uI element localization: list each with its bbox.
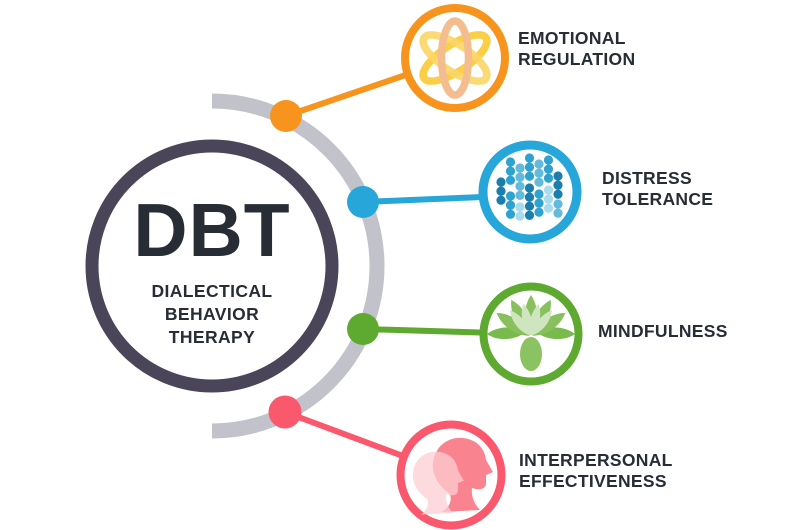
connector-mindfulness xyxy=(347,282,583,386)
label-mindfulness: MINDFULNESS xyxy=(598,321,728,342)
connector-interpersonal-effectiveness xyxy=(268,395,506,530)
label-emotional-regulation: EMOTIONAL REGULATION xyxy=(518,28,635,69)
label-interpersonal-effectiveness-line1: INTERPERSONAL xyxy=(519,450,673,470)
connector-distress-tolerance xyxy=(347,140,582,244)
label-distress-tolerance-line1: DISTRESS xyxy=(602,168,692,188)
label-interpersonal-effectiveness-line2: EFFECTIVENESS xyxy=(519,470,667,491)
node-dot-green xyxy=(347,313,379,345)
label-distress-tolerance-line2: TOLERANCE xyxy=(602,188,714,209)
label-mindfulness-line1: MINDFULNESS xyxy=(598,321,728,341)
hub-circle xyxy=(85,139,339,393)
atom-icon xyxy=(419,17,491,99)
label-emotional-regulation-line1: EMOTIONAL xyxy=(518,28,626,48)
node-dot-orange xyxy=(270,100,302,132)
label-emotional-regulation-line2: REGULATION xyxy=(518,48,636,69)
lotus-icon xyxy=(487,295,575,371)
node-dot-blue xyxy=(347,186,379,218)
label-interpersonal-effectiveness: INTERPERSONAL EFFECTIVENESS xyxy=(519,450,673,491)
connector-emotional-regulation xyxy=(270,4,509,132)
label-distress-tolerance: DISTRESS TOLERANCE xyxy=(602,168,713,209)
bead-pattern-icon xyxy=(496,153,563,222)
node-dot-pink xyxy=(268,395,302,429)
